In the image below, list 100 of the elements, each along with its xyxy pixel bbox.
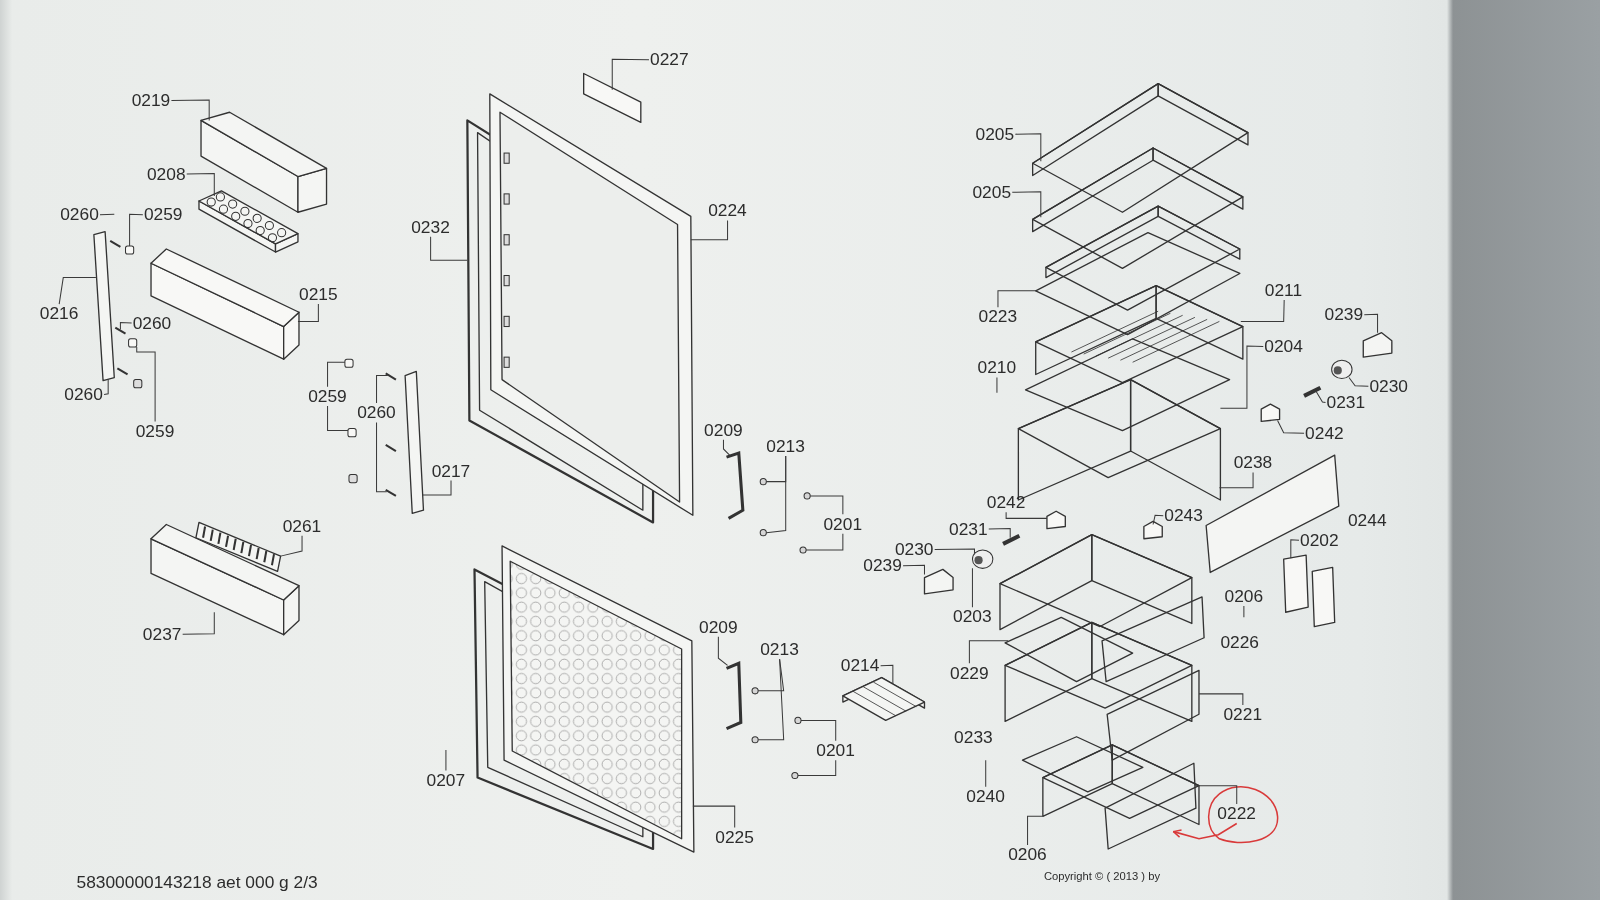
- leader-line: [1277, 419, 1305, 434]
- leader-line: [1315, 391, 1326, 404]
- callout-number: 0238: [1232, 452, 1274, 472]
- door-drawing: [501, 545, 695, 853]
- screw-icon: [794, 716, 802, 724]
- callout-number: 0211: [1263, 280, 1304, 300]
- leader-line: [136, 346, 156, 422]
- leader-line: [430, 236, 468, 261]
- rail-strip-drawing: [93, 230, 115, 382]
- leader-line: [757, 658, 785, 692]
- leader-line: [765, 455, 787, 483]
- leader-line: [182, 611, 215, 635]
- roller-icon: [971, 549, 994, 569]
- callout-number: 0213: [759, 639, 800, 659]
- callout-number: 0230: [1368, 376, 1409, 396]
- callout-number: 0203: [952, 606, 993, 626]
- callout-number: 0216: [38, 303, 80, 323]
- copyright-note: Copyright © ( 2013 ) by: [1043, 869, 1161, 882]
- callout-number: 0233: [954, 728, 993, 746]
- callout-number: 0222: [1216, 803, 1257, 823]
- crisper-tray-drawing: [1035, 285, 1244, 384]
- catch-icon: [1046, 510, 1066, 530]
- leader-line: [103, 379, 109, 395]
- handle-drawing: [725, 661, 743, 730]
- leader-line: [445, 749, 447, 771]
- callout-number: 0260: [63, 384, 104, 404]
- leader-line: [1011, 191, 1042, 218]
- callout-number: 0260: [59, 204, 100, 224]
- clip-icon: [344, 358, 354, 368]
- door-bin-drawing: [200, 111, 328, 213]
- pin-icon: [1002, 533, 1021, 546]
- leader-line: [327, 361, 346, 388]
- glass-shelf-drawing: [1032, 147, 1244, 270]
- glass-shelf-drawing: [1032, 83, 1249, 213]
- leader-line: [800, 719, 837, 742]
- roller-icon: [1331, 359, 1353, 380]
- leader-line: [1005, 511, 1048, 519]
- leader-line: [690, 219, 729, 241]
- screw-icon: [385, 372, 397, 381]
- leader-line: [611, 58, 650, 91]
- callout-number: 0217: [430, 460, 472, 481]
- egg-tray-drawing: [198, 190, 299, 253]
- screw-icon: [751, 687, 759, 695]
- leader-line: [376, 421, 388, 493]
- callout-number: 0206: [1007, 844, 1048, 864]
- callout-number: 0227: [649, 49, 690, 69]
- leader-line: [1152, 514, 1164, 525]
- leader-line: [186, 172, 215, 197]
- screw-icon: [759, 529, 767, 537]
- callout-number: 0260: [131, 312, 173, 333]
- callout-number: 0242: [1304, 422, 1345, 443]
- clip-icon: [125, 245, 135, 255]
- callout-number: 0219: [130, 90, 172, 110]
- screw-icon: [803, 492, 811, 500]
- leader-line: [988, 528, 1011, 539]
- callout-number: 0215: [297, 284, 339, 304]
- leader-line: [985, 759, 987, 788]
- leader-line: [376, 375, 389, 404]
- leader-line: [119, 321, 133, 331]
- callout-number: 0259: [142, 204, 184, 224]
- leader-line: [327, 405, 349, 432]
- ice-tray-drawing: [842, 676, 926, 722]
- bottle-holder-drawing: [195, 521, 282, 573]
- callout-number: 0261: [281, 515, 323, 536]
- leader-line: [1194, 785, 1238, 805]
- leader-line: [968, 640, 1009, 664]
- rail-strip-drawing: [404, 370, 425, 514]
- callout-number: 0204: [1263, 336, 1304, 356]
- screw-icon: [385, 488, 397, 497]
- callout-number: 0209: [697, 616, 739, 637]
- drawing-number: 58300000143218 aet 000 g 2/3: [76, 872, 318, 891]
- callout-number: 0260: [356, 402, 397, 422]
- drawer-drawing: [1004, 621, 1200, 761]
- callout-number: 0207: [425, 769, 467, 790]
- catch-icon: [1260, 403, 1281, 423]
- screw-icon: [791, 771, 799, 780]
- callout-number: 0206: [1223, 586, 1265, 606]
- leader-line: [1348, 377, 1369, 387]
- leader-line: [1219, 345, 1264, 409]
- handle-drawing: [726, 451, 745, 520]
- callout-number: 0243: [1163, 505, 1204, 525]
- leader-line: [1240, 299, 1285, 322]
- leader-line: [1243, 605, 1245, 618]
- clip-icon: [128, 338, 138, 348]
- leader-line: [1363, 313, 1379, 334]
- leader-line: [805, 533, 844, 551]
- callout-number: 0208: [145, 163, 187, 184]
- callout-number: 0213: [765, 436, 806, 456]
- callout-number: 0259: [307, 386, 348, 406]
- callout-number: 0209: [703, 419, 744, 440]
- callout-number: 0231: [947, 518, 989, 539]
- catch-icon: [1143, 520, 1163, 540]
- leader-line: [722, 439, 731, 456]
- leader-line: [809, 495, 844, 515]
- leader-line: [934, 548, 975, 554]
- bracket-icon: [923, 568, 954, 595]
- leader-line: [692, 805, 736, 829]
- leader-line: [880, 664, 894, 685]
- callout-number: 0210: [976, 357, 1018, 378]
- leader-line: [797, 759, 837, 776]
